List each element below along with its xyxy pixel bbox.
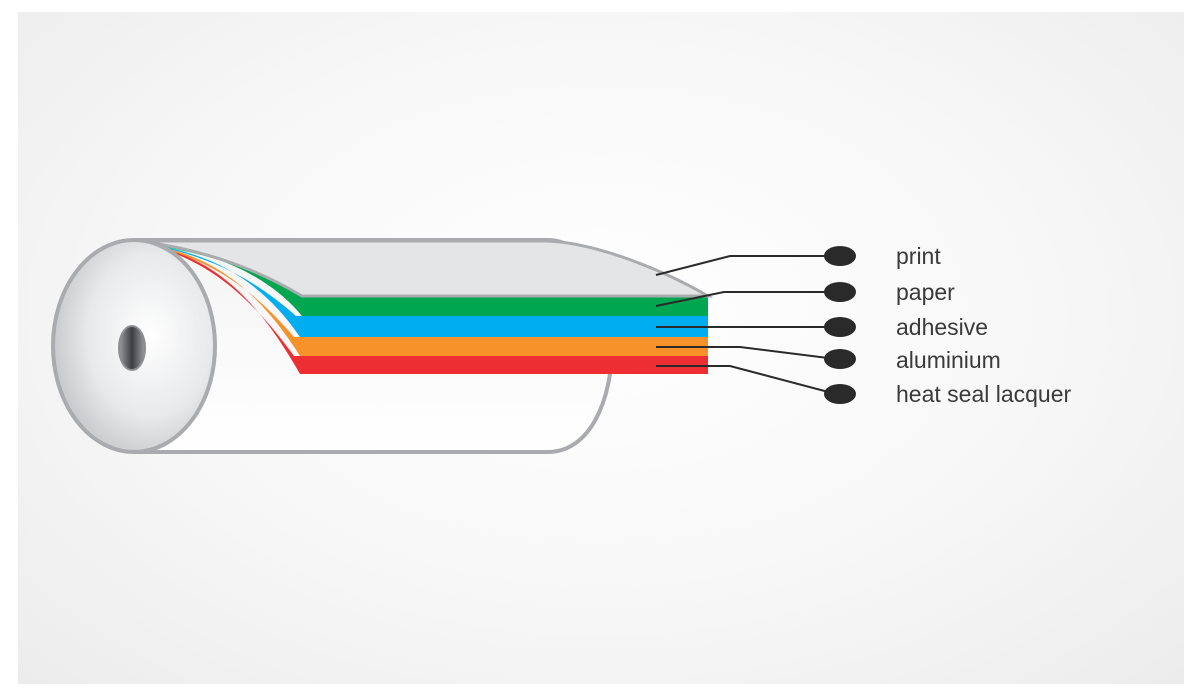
leader-line-heat-seal-lacquer bbox=[656, 365, 837, 395]
bullet-print bbox=[824, 246, 856, 266]
label-adhesive: adhesive bbox=[896, 314, 989, 340]
layer-adhesive bbox=[150, 245, 708, 337]
label-print: print bbox=[896, 243, 941, 269]
label-heat-seal-lacquer: heat seal lacquer bbox=[896, 381, 1072, 407]
bullet-paper bbox=[824, 282, 856, 302]
bullet-adhesive bbox=[824, 317, 856, 337]
leader-lines bbox=[655, 255, 837, 395]
layer-aluminium bbox=[150, 245, 708, 356]
layer-paper bbox=[150, 245, 708, 316]
label-paper: paper bbox=[896, 279, 955, 305]
leader-line-aluminium bbox=[656, 346, 837, 360]
bullet-heat-seal-lacquer bbox=[824, 384, 856, 404]
leader-line-print bbox=[655, 255, 836, 276]
layer-heat-seal-lacquer bbox=[150, 245, 708, 374]
bullets bbox=[824, 246, 856, 404]
leader-line-paper bbox=[655, 291, 836, 307]
roll-core bbox=[118, 325, 146, 371]
bullet-aluminium bbox=[824, 349, 856, 369]
label-aluminium: aluminium bbox=[896, 347, 1001, 373]
layer-stack bbox=[137, 239, 714, 374]
